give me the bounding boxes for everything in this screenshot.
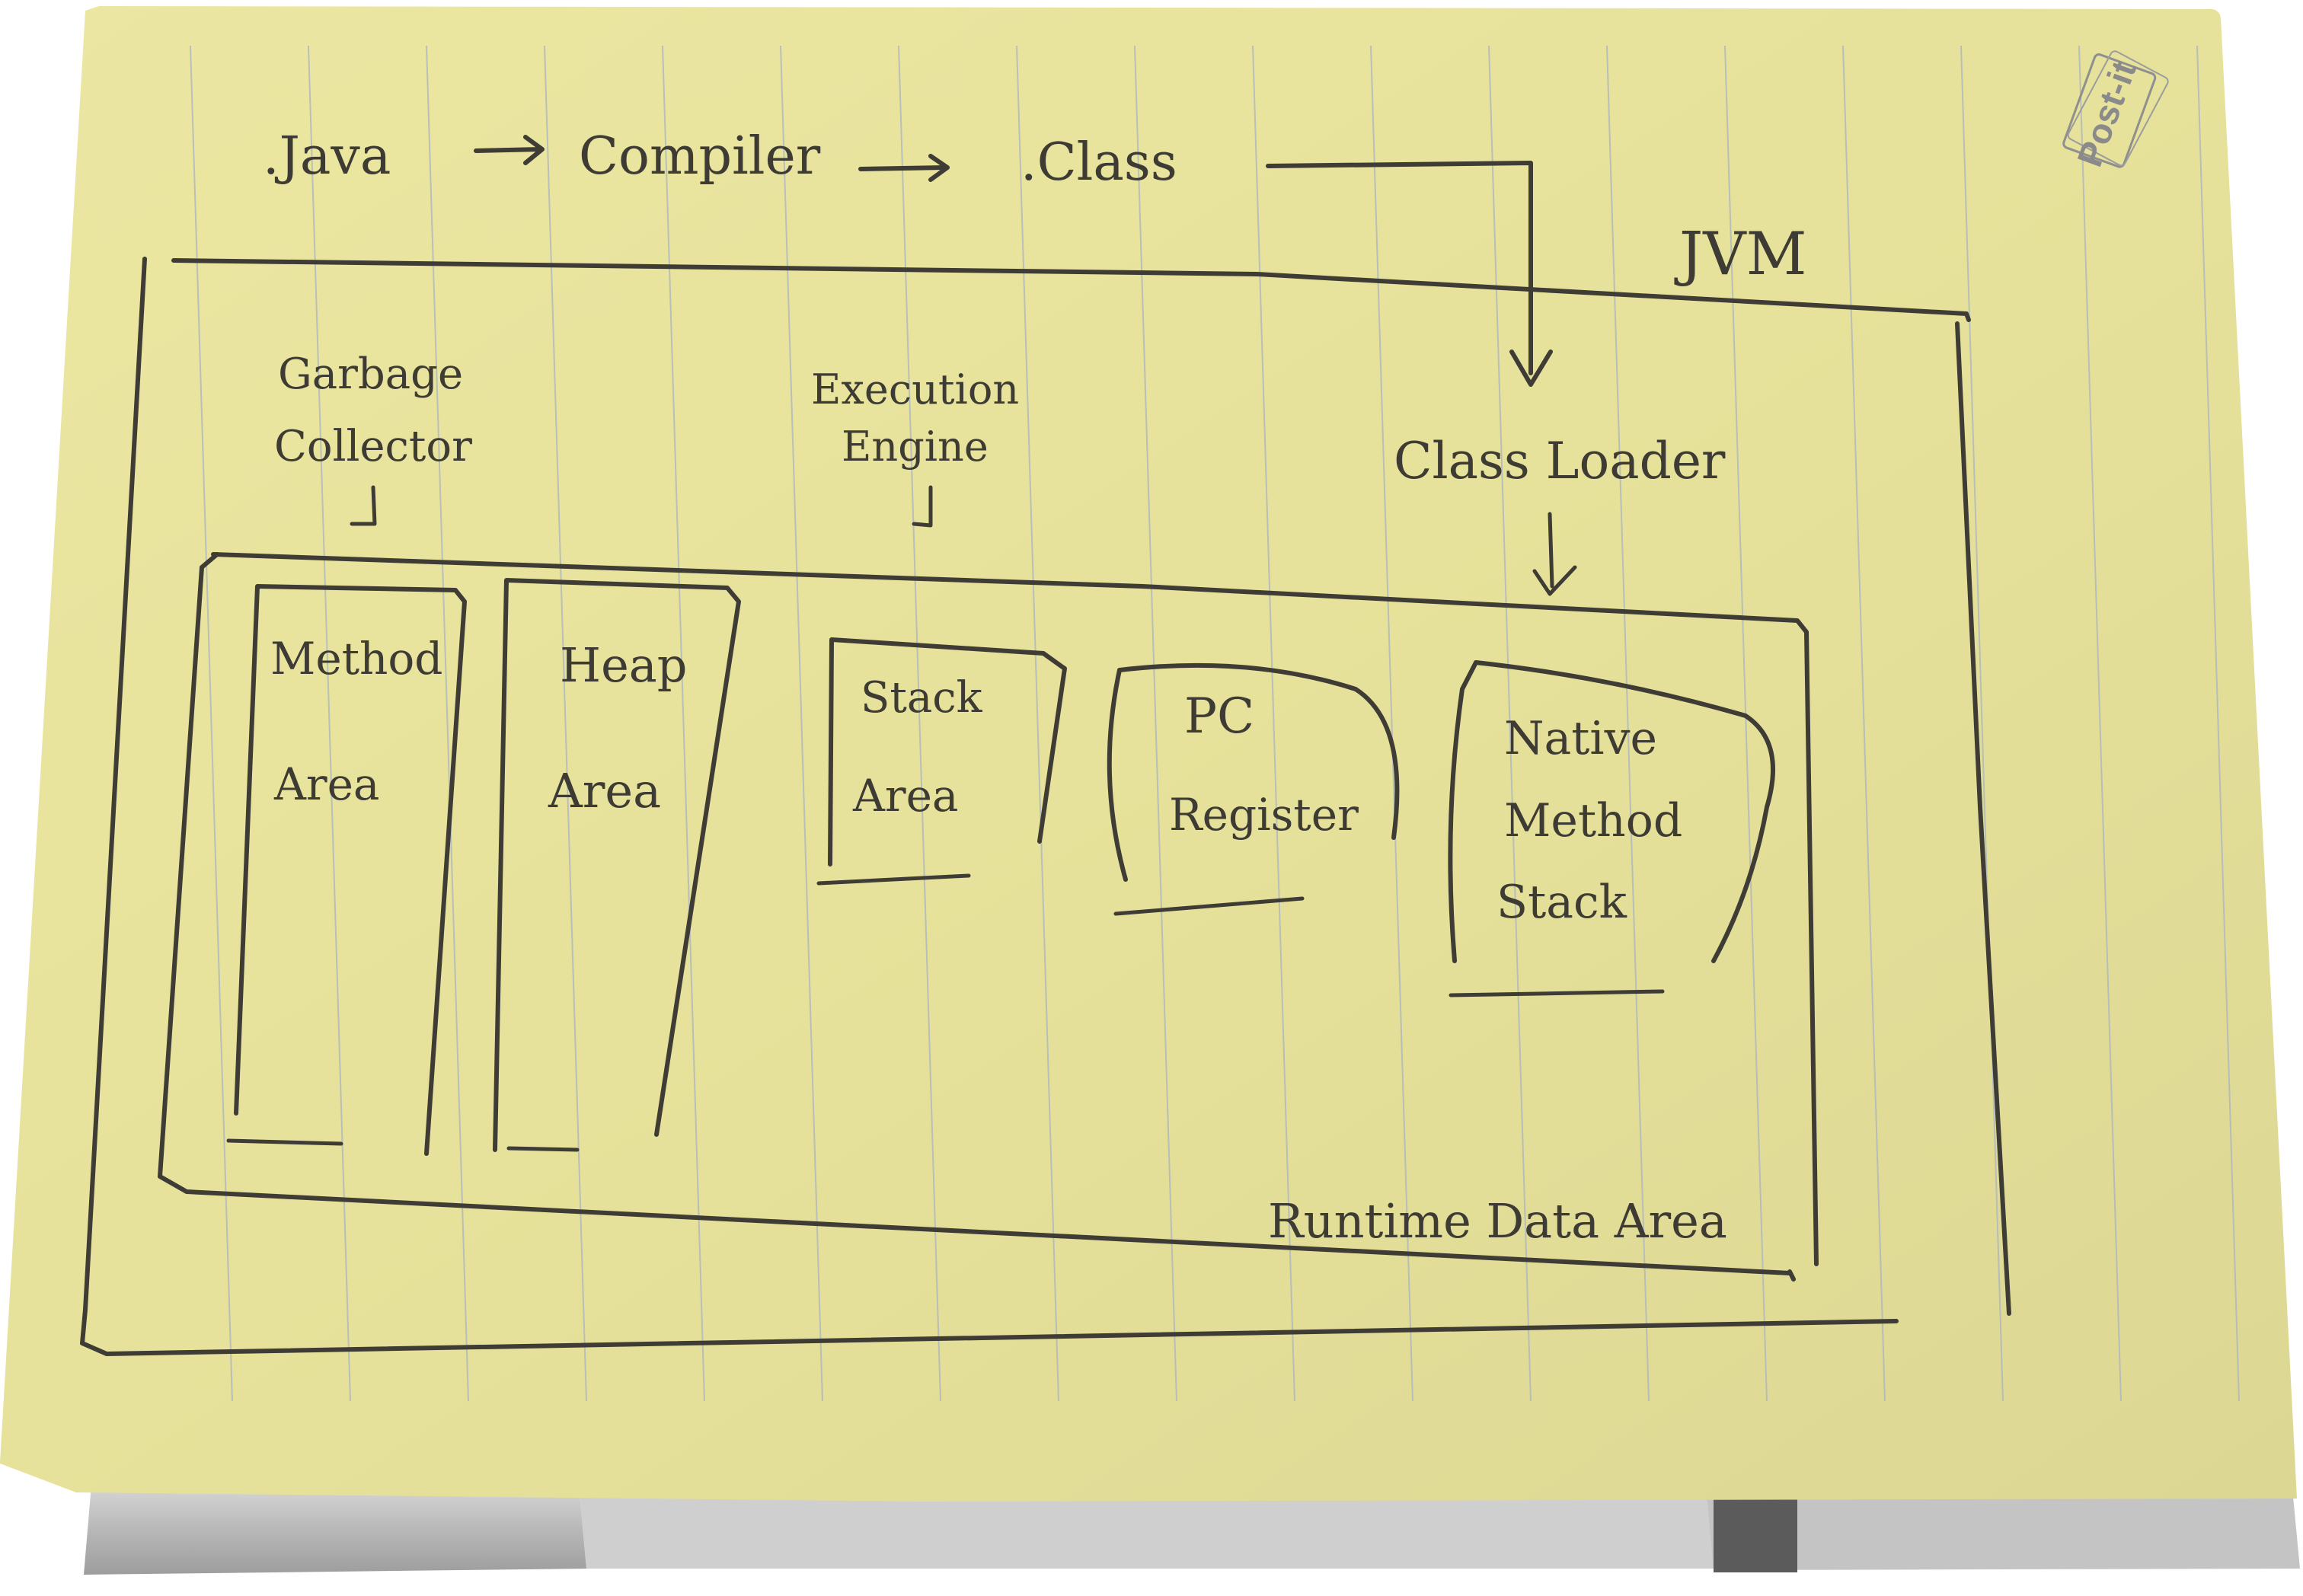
jvm-label: JVM <box>1674 220 1806 289</box>
heap-area-line-2: Area <box>548 763 661 819</box>
laptop-edge-left <box>84 1485 586 1575</box>
heap-area: Heap Area <box>493 578 741 1152</box>
ruled-line <box>1960 45 2004 1402</box>
ruled-line <box>1724 45 1768 1402</box>
heap-area-underline <box>506 1146 580 1152</box>
runtime-data-area-box <box>158 552 1819 1282</box>
arrow-compiler-to-class <box>858 154 950 182</box>
ruled-line <box>1842 45 1886 1402</box>
execution-engine-line-1: Execution <box>811 365 1019 413</box>
stack-area: Stack Area <box>816 637 1067 886</box>
jvm-boundary <box>80 257 2011 1356</box>
stack-area-underline <box>816 873 971 886</box>
method-area: Method Area <box>226 584 467 1156</box>
garbage-collector-line-1: Garbage <box>278 350 463 399</box>
sticky-note-paper <box>0 6 2297 1502</box>
execution-engine: Execution Engine <box>811 365 1019 528</box>
arrow-gc-to-runtime <box>350 485 377 526</box>
method-area-line-2: Area <box>273 758 380 810</box>
ruled-line <box>1606 45 1650 1402</box>
compile-pipeline: .Java Compiler .Class <box>263 126 1553 387</box>
class-loader: Class Loader <box>1394 432 1726 596</box>
native-method-stack-underline <box>1449 989 1665 998</box>
ruled-line <box>190 45 233 1402</box>
stack-area-line-2: Area <box>852 770 959 822</box>
ruled-line <box>1370 45 1413 1402</box>
ruled-line <box>1252 45 1295 1402</box>
stack-area-line-1: Stack <box>861 673 983 723</box>
arrow-engine-to-runtime <box>912 485 933 528</box>
pc-register-underline <box>1113 896 1305 916</box>
arrow-class-to-loader <box>1266 161 1553 387</box>
pc-register-outline <box>1107 662 1400 882</box>
pipeline-source: .Java <box>263 126 391 187</box>
ruled-line <box>308 45 351 1402</box>
ruled-line <box>662 45 705 1402</box>
native-method-stack: Native Method Stack <box>1448 660 1775 998</box>
paper-ruled-lines <box>190 45 2240 1402</box>
native-method-stack-outline <box>1448 660 1775 963</box>
ruled-line <box>780 45 823 1402</box>
heap-area-outline <box>493 578 741 1152</box>
ruled-line <box>426 45 469 1402</box>
arrow-loader-to-runtime <box>1532 512 1577 596</box>
stack-area-outline <box>828 637 1067 867</box>
ruled-line <box>2196 45 2240 1402</box>
pipeline-output: .Class <box>1021 132 1177 193</box>
heap-area-line-1: Heap <box>560 637 687 693</box>
ruled-line <box>544 45 587 1402</box>
garbage-collector-line-2: Collector <box>274 422 472 471</box>
garbage-collector: Garbage Collector <box>274 350 472 526</box>
method-area-line-1: Method <box>270 633 442 685</box>
ruled-line <box>2078 45 2122 1402</box>
native-method-stack-line-1: Native <box>1504 712 1657 765</box>
pc-register-line-2: Register <box>1169 789 1359 841</box>
execution-engine-line-2: Engine <box>842 423 989 471</box>
method-area-outline <box>234 584 467 1156</box>
pc-register-line-1: PC <box>1184 688 1254 745</box>
laptop-edge-mid <box>579 1485 1721 1569</box>
pipeline-compiler: Compiler <box>579 126 821 187</box>
pc-register: PC Register <box>1107 662 1400 916</box>
ruled-line <box>1488 45 1532 1402</box>
arrow-source-to-compiler <box>474 135 545 165</box>
native-method-stack-line-2: Method <box>1504 794 1682 847</box>
native-method-stack-line-3: Stack <box>1496 876 1627 929</box>
laptop-edge-right <box>1706 1485 2300 1570</box>
method-area-underline <box>226 1138 343 1146</box>
runtime-data-area-label: Runtime Data Area <box>1268 1193 1727 1249</box>
class-loader-label: Class Loader <box>1394 432 1726 490</box>
